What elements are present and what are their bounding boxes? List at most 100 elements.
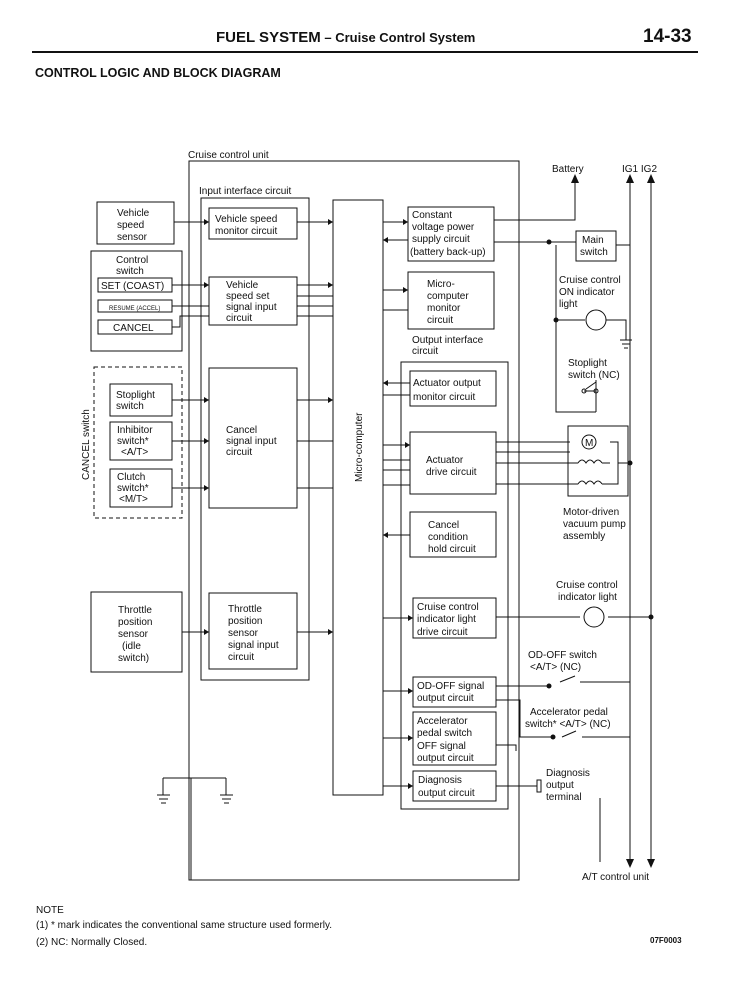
vp-1: Motor-driven [563, 507, 619, 518]
arrow-in7 [204, 485, 209, 491]
wire-accel-ext [496, 699, 630, 738]
control-switch-box [90, 250, 183, 352]
vset-3: signal input [226, 302, 277, 313]
note-1: (1) * mark indicates the conventional sa… [36, 920, 333, 931]
il-2: indicator light [558, 592, 617, 603]
junction-1 [546, 239, 552, 245]
input-interface-box [200, 197, 310, 681]
wire-ground [162, 777, 519, 881]
ms-1: Main [582, 235, 604, 246]
ground-3 [620, 339, 632, 349]
arrow-ig1 [626, 174, 634, 183]
arrow-at2 [647, 859, 655, 868]
vss-3: sensor [117, 232, 148, 243]
wire-pump-right [610, 441, 630, 485]
aps-2: switch* <A/T> (NC) [525, 719, 611, 730]
motor-symbol [581, 434, 597, 450]
inh-2: switch* [117, 436, 149, 447]
wire-cancel-out [297, 399, 333, 489]
dt-3: terminal [546, 792, 582, 803]
wire-micro-out [383, 221, 408, 311]
tin-2: position [228, 616, 262, 627]
stoplight-contact-a [581, 388, 587, 394]
tin-3: sensor [228, 628, 259, 639]
wire-on-light [555, 245, 627, 413]
vset-4: circuit [226, 313, 252, 324]
vss-1: Vehicle [117, 208, 150, 219]
junction-6 [550, 734, 556, 740]
il-1: Cruise control [556, 580, 618, 591]
note-2: (2) NC: Normally Closed. [36, 937, 148, 948]
vp-2: vacuum pump [563, 519, 626, 530]
ground-1 [157, 794, 170, 804]
actuator-monitor-box [409, 370, 497, 407]
vsm-2: monitor circuit [215, 226, 277, 237]
cv-1: Constant [412, 210, 452, 221]
cancel-switch-group [93, 366, 183, 519]
clu-3: <M/T> [119, 494, 148, 505]
cin-3: circuit [226, 447, 252, 458]
stop-1: Stoplight [116, 390, 155, 401]
id-3: drive circuit [417, 627, 468, 638]
wire-actuator-ext [496, 441, 570, 485]
on-indicator-lamp [585, 309, 607, 331]
arrow-in5 [204, 397, 209, 403]
ad-1: Actuator [426, 455, 464, 466]
label-cancel-switch: CANCEL switch [81, 409, 92, 480]
ad-2: drive circuit [426, 467, 477, 478]
arrow-out9 [408, 735, 413, 741]
vss-2: speed [117, 220, 144, 231]
id-2: indicator light [417, 614, 476, 625]
arrow-out1 [403, 219, 408, 225]
inh-1: Inhibitor [117, 425, 153, 436]
am-1: Actuator output [413, 378, 481, 389]
ods-2: <A/T> (NC) [530, 662, 581, 673]
ch-3: hold circuit [428, 544, 476, 555]
arrow-out3 [403, 287, 408, 293]
tps-2: position [118, 617, 152, 628]
od-1: OD-OFF signal [417, 681, 484, 692]
tps-4: (idle [122, 641, 141, 652]
header-sub: Cruise Control System [335, 30, 476, 45]
arrow-in8 [328, 397, 333, 403]
ap-2: pedal switch [417, 728, 472, 739]
snc-2: switch (NC) [568, 370, 620, 381]
set-coast-text: SET (COAST) [101, 281, 164, 292]
dt-2: output [546, 780, 574, 791]
vset-1: Vehicle [226, 280, 259, 291]
label-ig: IG1 IG2 [622, 164, 657, 175]
label-cruise-control-unit: Cruise control unit [188, 150, 269, 161]
id-1: Cruise control [417, 602, 479, 613]
diagnosis-terminal-symbol [536, 779, 542, 793]
ap-4: output circuit [417, 753, 474, 764]
stoplight-contact-b [593, 388, 599, 394]
junction-5 [546, 683, 552, 689]
speed-monitor-circuit-box [208, 207, 298, 240]
resume-text: RESUME (ACCEL) [109, 306, 160, 312]
pump-coil-1 [570, 459, 610, 464]
inh-3: <A/T> [121, 447, 148, 458]
ms-2: switch [580, 247, 608, 258]
dg-1: Diagnosis [418, 775, 462, 786]
tps-3: sensor [118, 629, 149, 640]
arrow-in3 [204, 282, 209, 288]
vehicle-speed-sensor-box [96, 201, 175, 245]
junction-4 [648, 614, 654, 620]
figure-code: 07F0003 [650, 936, 682, 945]
arrow-battery [571, 174, 579, 183]
cs-1: Control [116, 255, 148, 266]
mm-1: Micro- [427, 279, 455, 290]
od-2: output circuit [417, 693, 474, 704]
microcomputer-box [332, 199, 384, 796]
label-output-interface-1: Output interface [412, 335, 484, 346]
label-at-control-unit: A/T control unit [582, 872, 649, 883]
page-number: 14-33 [643, 26, 692, 47]
vsm-1: Vehicle speed [215, 214, 277, 225]
header-dash: – [320, 30, 336, 45]
wire-stoplight-nc [584, 380, 597, 412]
vset-2: speed set [226, 291, 270, 302]
clu-1: Clutch [117, 472, 145, 483]
wire-actuator [383, 382, 410, 486]
wire-diag-up [496, 744, 517, 751]
junction-3 [627, 460, 633, 466]
